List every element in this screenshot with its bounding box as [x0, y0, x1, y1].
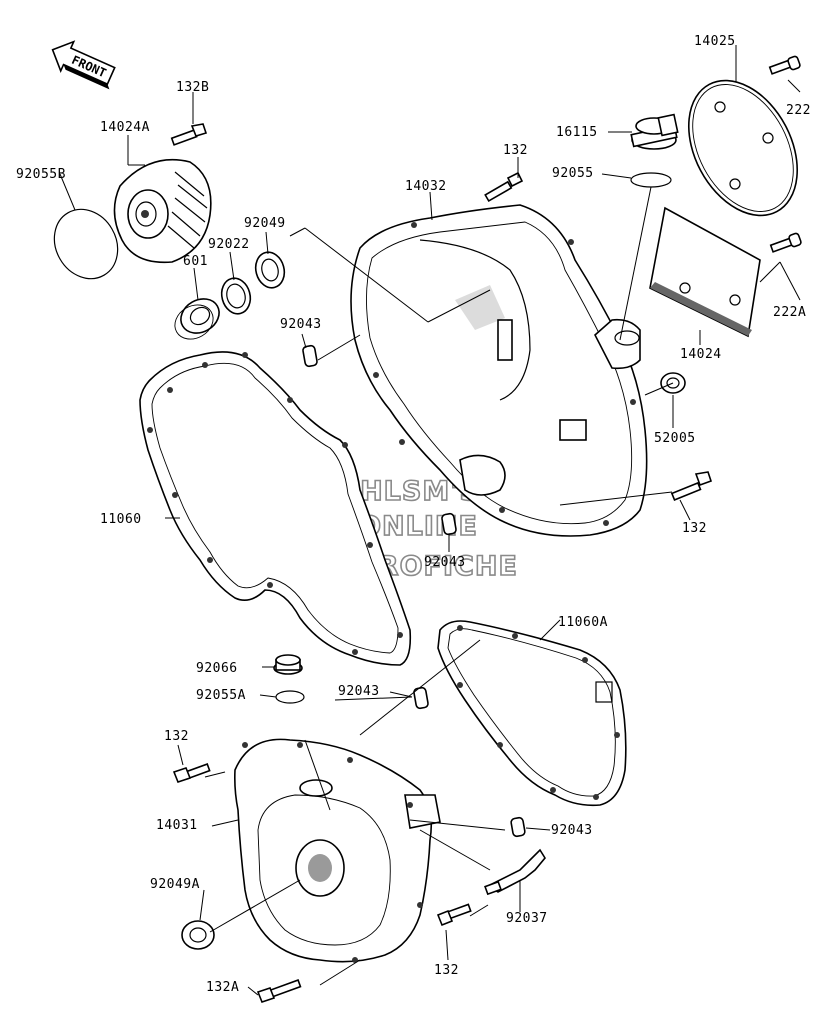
label-92043-d: 92043 — [551, 823, 593, 838]
part-92055A-o-ring — [275, 690, 305, 704]
label-14024A: 14024A — [100, 120, 150, 135]
label-92055A: 92055A — [196, 688, 246, 703]
part-132A-bolt — [256, 979, 302, 1003]
part-labels: 14025 222 132B 14024A 16115 132 92055 92… — [16, 34, 811, 995]
label-601: 601 — [183, 254, 208, 269]
part-601-bearing — [174, 298, 220, 340]
part-11060-gasket — [139, 351, 412, 666]
label-132-bottom: 132 — [434, 963, 459, 978]
label-92055B: 92055B — [16, 167, 66, 182]
part-92022-washer — [220, 277, 252, 315]
part-92055-o-ring — [630, 172, 672, 188]
label-52005: 52005 — [654, 431, 696, 446]
part-92037-clamp — [484, 848, 546, 896]
label-92022: 92022 — [208, 237, 250, 252]
label-132-right: 132 — [682, 521, 707, 536]
part-16115-cap — [630, 113, 679, 150]
label-14032: 14032 — [405, 179, 447, 194]
label-132A: 132A — [206, 980, 239, 995]
part-132-bolt-top — [484, 171, 524, 203]
part-14024A-pump-cover — [113, 158, 212, 264]
label-11060: 11060 — [100, 512, 142, 527]
part-92043-dowel-a — [302, 344, 318, 368]
label-92055: 92055 — [552, 166, 594, 181]
part-92043-dowel-d — [510, 816, 526, 838]
label-132-top: 132 — [503, 143, 528, 158]
label-14031: 14031 — [156, 818, 198, 833]
label-222: 222 — [786, 103, 811, 118]
part-11060A-gasket — [437, 620, 627, 807]
label-14025: 14025 — [694, 34, 736, 49]
part-92066-plug — [273, 654, 303, 675]
label-132B: 132B — [176, 80, 209, 95]
label-92049: 92049 — [244, 216, 286, 231]
front-arrow-icon: FRONT — [51, 40, 116, 90]
part-92049-oil-seal — [254, 251, 286, 289]
part-14024-plate — [649, 206, 761, 338]
part-14032-clutch-cover — [350, 204, 648, 537]
leader-lines — [59, 45, 801, 996]
label-92049A: 92049A — [150, 877, 200, 892]
label-16115: 16115 — [556, 125, 598, 140]
label-92066: 92066 — [196, 661, 238, 676]
label-92037: 92037 — [506, 911, 548, 926]
part-92049A-seal — [181, 920, 215, 950]
part-92043-dowel-b — [441, 512, 457, 536]
part-14031-crankcase-cover — [234, 738, 441, 963]
part-92055B-o-ring — [53, 208, 119, 280]
part-222A-bolt — [769, 232, 802, 253]
part-14025-cover-plate — [687, 79, 799, 217]
label-92043-b: 92043 — [424, 555, 466, 570]
label-222A: 222A — [773, 305, 806, 320]
label-11060A: 11060A — [558, 615, 608, 630]
label-132-left: 132 — [164, 729, 189, 744]
part-132-bolt-bottom — [436, 903, 472, 927]
part-132B-bolt — [170, 123, 208, 146]
part-132-bolt-left — [172, 763, 211, 783]
label-14024: 14024 — [680, 347, 722, 362]
part-222-bolt — [768, 55, 801, 75]
label-92043-a: 92043 — [280, 317, 322, 332]
label-92043-c: 92043 — [338, 684, 380, 699]
part-132-bolt-right — [670, 471, 713, 501]
